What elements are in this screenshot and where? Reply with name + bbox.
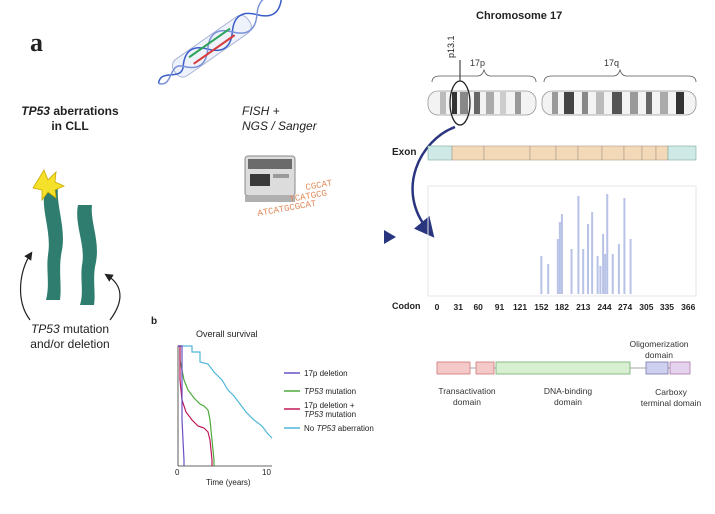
codon-tick: 121 [512, 302, 528, 312]
hotspot-bar [558, 222, 561, 294]
legend-no-text: No [304, 424, 317, 433]
hotspot-bar [547, 264, 550, 294]
x-tick-10: 10 [262, 468, 271, 477]
cll-caption-line2: and/or deletion [30, 337, 110, 351]
hotspot-bar [606, 194, 609, 294]
panel-b-label: b [151, 316, 158, 327]
legend-17p-deletion: 17p deletion [304, 369, 348, 378]
codon-label: Codon [392, 301, 421, 311]
cll-caption: TP53 mutation and/or deletion [10, 322, 130, 352]
hotspot-bars [540, 194, 632, 294]
curved-arrow-right [104, 273, 121, 321]
protein-domain-bar [436, 361, 691, 375]
panel-a-label: a [30, 28, 43, 57]
hotspot-bar [611, 254, 614, 294]
legend-no-aberration: No TP53 aberration [304, 424, 374, 433]
codon-tick: 0 [434, 302, 440, 312]
curved-arrow-chromosome [411, 125, 456, 238]
legend-17p-plus-gene: TP53 [304, 410, 324, 419]
hotspot-bar [617, 244, 620, 294]
codon-tick: 152 [534, 302, 549, 312]
hotspot-bar [587, 224, 590, 294]
hotspot-bar [629, 239, 632, 294]
hotspot-bar [582, 249, 585, 294]
chromosome-ideogram [427, 60, 697, 126]
curve-no-aberration [178, 345, 273, 439]
arm-q-label: 17q [604, 58, 620, 68]
method-text: FISH + NGS / Sanger [242, 104, 317, 134]
hotspot-bar [577, 196, 580, 294]
sequencer-icon [244, 155, 296, 202]
legend-no-gene: TP53 [316, 424, 336, 433]
curve-17p-deletion [178, 345, 185, 466]
codon-tick: 335 [659, 302, 675, 312]
hotspot-bar [623, 198, 626, 294]
dna-sequence-text-1: CGCAT [305, 178, 334, 193]
legend-tp53-gene: TP53 [304, 387, 324, 396]
codon-tick: 91 [494, 302, 505, 312]
cll-title-line2: in CLL [51, 119, 89, 133]
codon-tick: 366 [681, 302, 696, 312]
arm-p-label: 17p [470, 58, 486, 68]
hotspot-bar [591, 212, 594, 294]
codon-tick: 182 [554, 302, 570, 312]
legend-tp53-text: mutation [323, 387, 357, 396]
legend-17p-plus-text2: mutation [323, 410, 357, 419]
survival-title: Overall survival [196, 329, 258, 339]
exon-bar [427, 145, 697, 161]
cll-title-rest: aberrations [49, 104, 119, 118]
legend-17p-plus-tp53: 17p deletion + TP53 mutation [304, 401, 356, 419]
codon-tick: 305 [639, 302, 654, 312]
dna-helix-icon [157, 0, 283, 85]
x-tick-0: 0 [175, 468, 180, 477]
method-line2: NGS / Sanger [242, 119, 317, 133]
codon-tick: 31 [453, 302, 463, 312]
hotspot-bar [556, 239, 559, 294]
legend-tp53-mutation: TP53 mutation [304, 387, 356, 396]
hotspot-chart-frame [427, 185, 697, 297]
legend-17p-deletion-text: 17p deletion [304, 369, 348, 378]
survival-chart [177, 345, 300, 467]
x-axis-label: Time (years) [206, 478, 251, 487]
exon-label: Exon [392, 147, 417, 158]
codon-tick: 274 [617, 302, 633, 312]
cll-title: TP53 aberrations in CLL [10, 104, 130, 134]
cll-title-gene: TP53 [21, 104, 50, 118]
codon-tick: 244 [597, 302, 612, 312]
legend-17p-plus-text: 17p deletion + [304, 401, 355, 410]
cll-caption-gene: TP53 [30, 322, 60, 336]
hotspot-bar [602, 234, 605, 294]
method-line1: FISH + [242, 104, 280, 118]
chromosome-pair-icon [32, 169, 97, 305]
hotspot-bar [560, 214, 563, 294]
chromosome-title: Chromosome 17 [476, 10, 563, 22]
hotspot-bar [599, 266, 602, 294]
hotspot-bar [596, 256, 599, 294]
curve-17p-plus-tp53 [178, 345, 213, 466]
legend-no-text-after: aberration [335, 424, 374, 433]
hotspot-bar [570, 249, 573, 294]
hotspot-bar [540, 256, 543, 294]
codon-tick: 60 [473, 302, 483, 312]
curved-arrow-left [19, 251, 33, 321]
cll-caption-rest: mutation [59, 322, 110, 336]
hotspot-bar [604, 254, 607, 294]
codon-tick: 213 [576, 302, 591, 312]
